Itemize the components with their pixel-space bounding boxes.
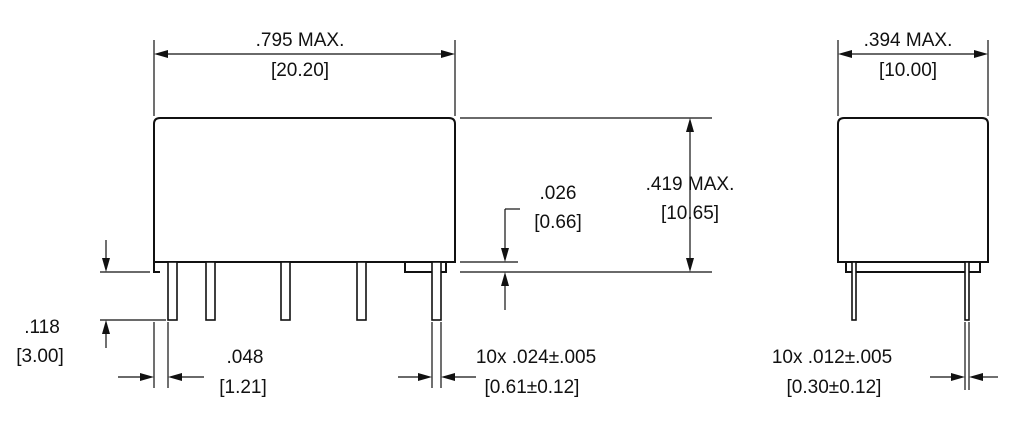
front-pin-4 bbox=[356, 261, 367, 321]
side-pin-2 bbox=[964, 261, 970, 321]
pin-length-dimension: .118 [3.00] bbox=[16, 240, 166, 367]
height-label-in: .419 MAX. bbox=[646, 174, 735, 195]
pin-width-label-in: 10x .024±.005 bbox=[476, 347, 596, 368]
pin-width-dimension: 10x .024±.005 [0.61±0.12] bbox=[398, 322, 596, 398]
standoff-dimension: .026 [0.66] bbox=[460, 183, 582, 310]
pin-offset-label-in: .048 bbox=[227, 347, 264, 368]
pin-thickness-label-in: 10x .012±.005 bbox=[772, 347, 892, 368]
side-relay-body bbox=[837, 117, 989, 273]
side-view: .394 MAX. [10.00] 10x .012±.005 [0.30±0.… bbox=[772, 30, 998, 398]
pin-offset-label-mm: [1.21] bbox=[219, 377, 267, 398]
pin-width-label-mm: [0.61±0.12] bbox=[485, 377, 580, 398]
front-pin-3 bbox=[280, 261, 291, 321]
front-pin-1 bbox=[167, 261, 178, 321]
pin-thickness-label-mm: [0.30±0.12] bbox=[787, 377, 882, 398]
front-pin-5 bbox=[431, 261, 442, 321]
depth-label-in: .394 MAX. bbox=[864, 30, 953, 51]
depth-label-mm: [10.00] bbox=[879, 60, 937, 81]
standoff-label-in: .026 bbox=[540, 183, 577, 204]
front-view: .795 MAX. [20.20] .419 MAX. [10.65] .026… bbox=[16, 30, 734, 398]
pin-offset-dimension: .048 [1.21] bbox=[118, 322, 267, 398]
pin-length-label-mm: [3.00] bbox=[16, 346, 64, 367]
side-pin-1 bbox=[851, 261, 857, 321]
front-relay-body bbox=[153, 117, 456, 273]
pin-thickness-dimension: 10x .012±.005 [0.30±0.12] bbox=[772, 322, 998, 398]
width-dimension: .795 MAX. [20.20] bbox=[153, 30, 456, 116]
pin-length-label-in: .118 bbox=[24, 317, 60, 338]
width-label-mm: [20.20] bbox=[271, 60, 329, 81]
height-label-mm: [10.65] bbox=[661, 203, 719, 224]
depth-dimension: .394 MAX. [10.00] bbox=[837, 30, 989, 116]
standoff-label-mm: [0.66] bbox=[534, 212, 582, 233]
width-label-in: .795 MAX. bbox=[256, 30, 345, 51]
height-dimension: .419 MAX. [10.65] bbox=[460, 117, 735, 273]
front-pin-2 bbox=[205, 261, 216, 321]
